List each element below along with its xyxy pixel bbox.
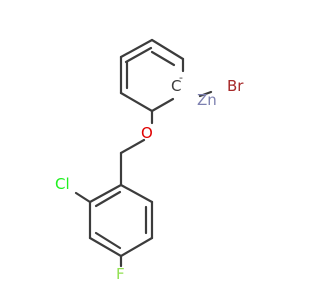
bond <box>119 138 146 155</box>
bond <box>119 183 154 204</box>
charge-label: - <box>179 71 183 84</box>
bond <box>198 90 213 98</box>
oxygen-label: O <box>141 124 153 142</box>
zinc-label: Zn <box>197 91 217 109</box>
bond <box>74 191 92 204</box>
chlorine-label: Cl <box>55 175 70 193</box>
bond <box>150 97 175 113</box>
bond <box>119 38 154 59</box>
chlorofluorophenyl-ring <box>88 183 154 258</box>
double-bond <box>94 190 122 208</box>
bond <box>119 236 154 258</box>
fluorine-label: F <box>116 265 125 283</box>
double-bond <box>124 46 153 64</box>
carbanion-label: C <box>171 77 181 95</box>
bond <box>88 183 123 204</box>
bond <box>150 38 185 61</box>
bromine-label: Br <box>227 77 244 95</box>
bond <box>119 91 154 113</box>
double-bond <box>150 50 176 67</box>
aryl-ring <box>119 38 185 113</box>
double-bond <box>94 231 122 250</box>
chemical-structure: C - Zn Br O Cl F <box>55 38 244 283</box>
bond <box>88 236 123 258</box>
